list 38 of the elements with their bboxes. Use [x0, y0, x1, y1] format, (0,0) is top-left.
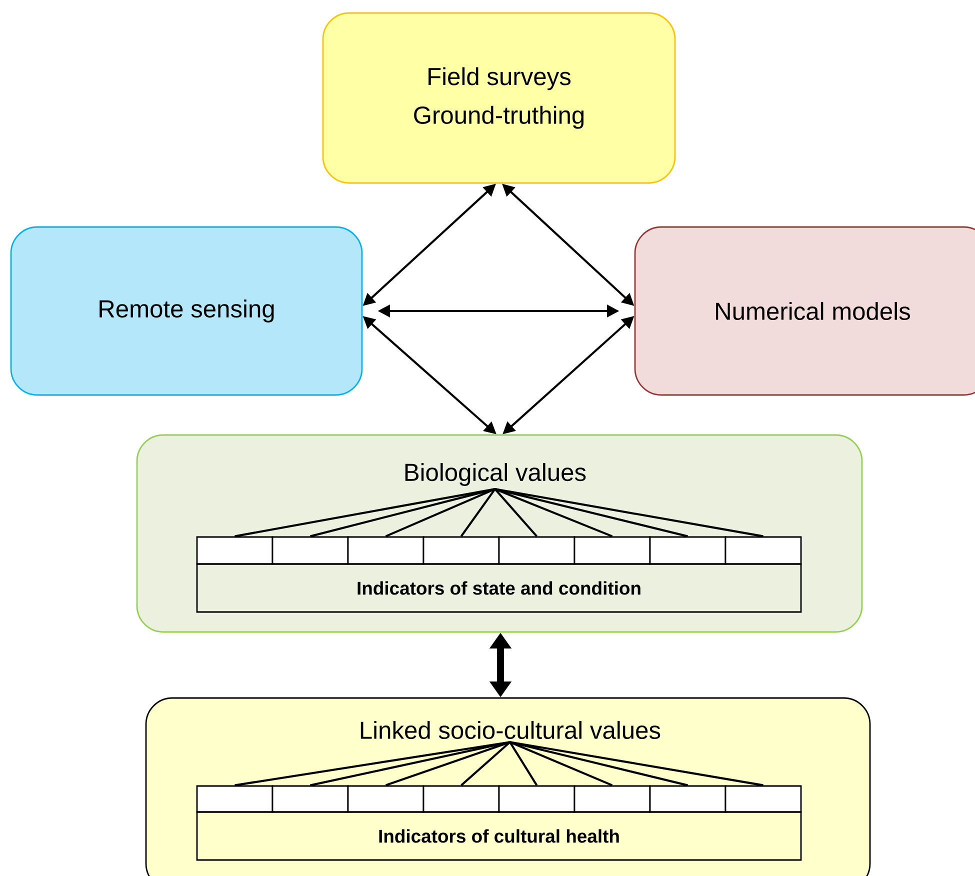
indicator-cell	[574, 536, 651, 565]
indicator-cell	[649, 785, 726, 813]
indicator-cell	[347, 785, 424, 813]
fan-line	[385, 488, 496, 538]
fan-line	[494, 488, 538, 537]
indicator-cell	[272, 785, 349, 813]
indicator-cell	[196, 536, 274, 565]
fan-line	[494, 488, 613, 538]
fan-line	[494, 488, 764, 538]
fan-line	[310, 741, 510, 786]
fan-line	[385, 741, 510, 786]
fan-line	[510, 741, 613, 786]
indicator-bar: Indicators of state and condition	[196, 563, 802, 613]
indicator-cell	[724, 785, 802, 813]
fan-line	[460, 488, 496, 537]
source-box: Numerical models	[634, 226, 975, 396]
source-box: Remote sensing	[10, 226, 363, 396]
source-box: Field surveys Ground-truthing	[322, 12, 676, 184]
indicator-cell	[574, 785, 651, 813]
fan-line	[310, 488, 496, 538]
indicator-cell	[422, 536, 500, 565]
fan-line	[510, 741, 764, 786]
indicator-cell	[347, 536, 424, 565]
indicator-cell	[272, 536, 349, 565]
fan-line	[460, 741, 511, 786]
fan-line	[510, 741, 688, 786]
indicator-cell	[649, 536, 726, 565]
indicator-cell	[724, 536, 802, 565]
indicator-cell	[498, 785, 576, 813]
indicator-cell	[498, 536, 576, 565]
panel-heading: Biological values	[405, 463, 586, 486]
fan-line	[494, 488, 688, 538]
fan-line	[234, 488, 496, 538]
panel-heading: Linked socio-cultural values	[360, 720, 660, 740]
indicator-cell	[196, 785, 274, 813]
fan-line	[509, 742, 538, 786]
indicator-cell	[422, 785, 500, 813]
indicator-bar: Indicators of cultural health	[196, 811, 802, 861]
